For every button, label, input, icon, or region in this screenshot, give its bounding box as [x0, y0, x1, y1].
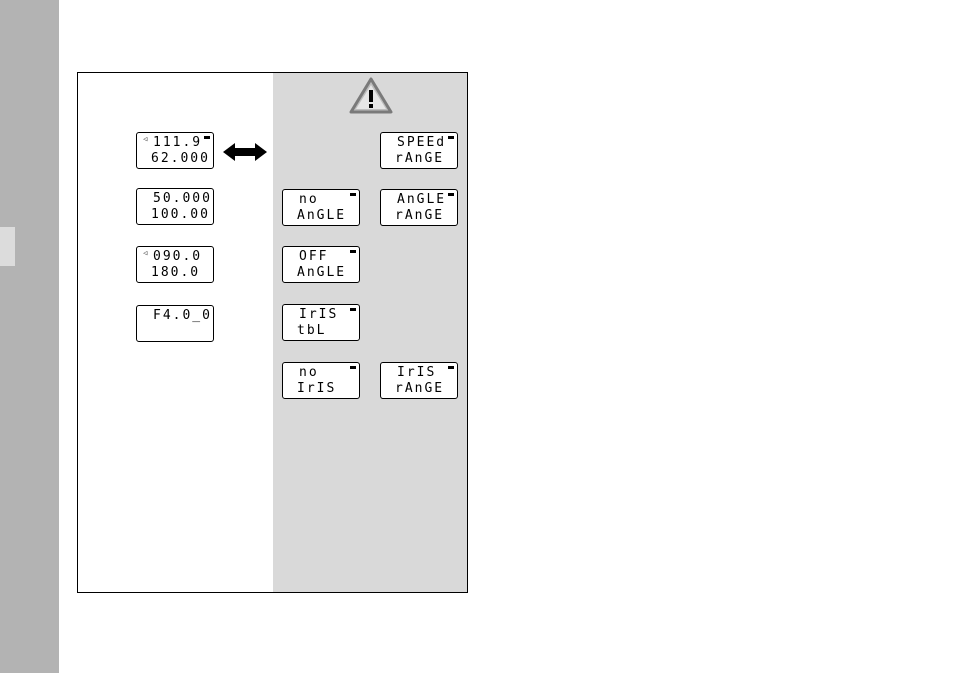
lcd-line2: AnGLE: [297, 266, 346, 279]
lcd-line2: rAnGE: [395, 152, 444, 165]
lcd-line2: rAnGE: [395, 209, 444, 222]
lcd-flag-icon: [350, 366, 356, 369]
pointer-icon: ◁: [143, 250, 147, 257]
lcd-line1: IrIS: [299, 308, 338, 321]
lcd-line2: 62.000: [151, 152, 210, 165]
lcd-display-iris: F4.0_0: [136, 305, 214, 342]
lcd-speed-range: SPEEd rAnGE: [380, 132, 458, 169]
lcd-line1: 50.000: [153, 192, 212, 205]
lcd-flag-icon: [448, 366, 454, 369]
lcd-angle-range: AnGLE rAnGE: [380, 189, 458, 226]
side-tab-marker: [0, 227, 15, 266]
lcd-line2: rAnGE: [395, 382, 444, 395]
warning-triangle-icon: [349, 77, 393, 115]
lcd-line1: F4.0_0: [153, 309, 212, 322]
lcd-flag-icon: [204, 136, 210, 139]
lcd-off-angle: OFF AnGLE: [282, 246, 360, 283]
lcd-line1: no: [299, 366, 319, 379]
lcd-line2: IrIS: [297, 382, 336, 395]
display-reference-panel: ◁ 111.9 62.000 50.000 100.00 ◁ 090.0 180…: [77, 72, 468, 593]
lcd-line1: SPEEd: [397, 136, 446, 149]
side-strip: [0, 0, 59, 673]
lcd-display-speed: 50.000 100.00: [136, 188, 214, 225]
lcd-flag-icon: [350, 193, 356, 196]
lcd-no-angle: no AnGLE: [282, 189, 360, 226]
lcd-line1: no: [299, 193, 319, 206]
lcd-line2: 180.0: [151, 266, 200, 279]
lcd-line2: AnGLE: [297, 209, 346, 222]
double-arrow-icon: [223, 141, 267, 163]
lcd-line2: 100.00: [151, 208, 210, 221]
lcd-line1: OFF: [299, 250, 328, 263]
lcd-line2: tbL: [297, 324, 326, 337]
lcd-flag-icon: [350, 250, 356, 253]
pointer-icon: ◁: [143, 136, 147, 143]
lcd-line1: AnGLE: [397, 193, 446, 206]
lcd-flag-icon: [448, 193, 454, 196]
lcd-line1: IrIS: [397, 366, 436, 379]
lcd-line1: 111.9: [153, 136, 202, 149]
lcd-iris-table: IrIS tbL: [282, 304, 360, 341]
lcd-flag-icon: [448, 136, 454, 139]
lcd-display-angle: ◁ 090.0 180.0: [136, 246, 214, 283]
lcd-display-position: ◁ 111.9 62.000: [136, 132, 214, 169]
lcd-flag-icon: [350, 308, 356, 311]
lcd-iris-range: IrIS rAnGE: [380, 362, 458, 399]
lcd-line1: 090.0: [153, 250, 202, 263]
lcd-no-iris: no IrIS: [282, 362, 360, 399]
